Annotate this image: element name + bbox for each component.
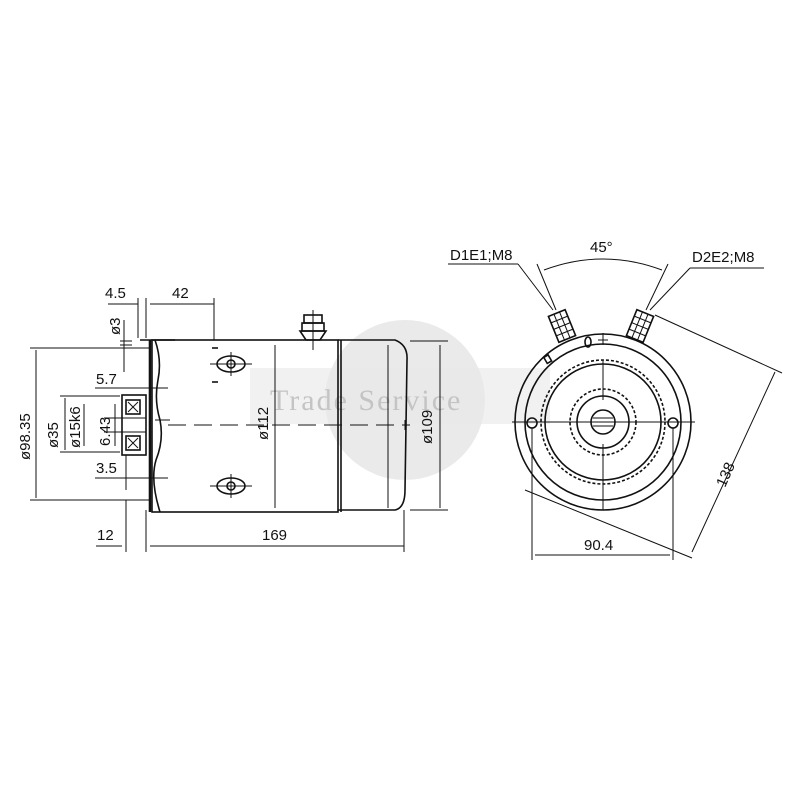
dim-pilot-dia: ø35 [45,422,62,448]
shaft-detail [104,394,170,456]
mounting-screw-top [210,347,252,383]
dim-key-step: 3.5 [96,460,117,477]
watermark-text: Trade Service [270,384,462,417]
watermark: Trade Service [250,320,550,480]
motor-body [151,339,339,513]
dim-diagonal: 138 [713,460,739,490]
dim-pilot-step: 5.7 [96,371,117,388]
mounting-hole-right [667,417,679,429]
dim-cap-dia: ø109 [419,410,436,444]
terminal-left-label: D1E1;M8 [450,247,513,264]
terminal-left [547,308,577,344]
terminal-right-label: D2E2;M8 [692,249,755,266]
terminal-right [625,308,655,344]
side-view: 4.5 42 ø3 5.7 ø98.35 ø35 ø15k6 6.43 3.5 [17,285,448,552]
dim-shaft-length: 12 [97,527,114,544]
end-view: D1E1;M8 D2E2;M8 45° 90.4 138 [448,239,783,560]
dim-key-height: 6.43 [97,417,114,446]
dim-terminal-offset: 42 [172,285,189,302]
dim-body-length: 169 [262,527,287,544]
dim-hole-dia: ø3 [107,317,124,335]
angle-label: 45° [590,239,613,256]
terminal-stud [298,310,328,350]
dim-body-dia: ø112 [255,407,272,440]
dim-shaft-dia: ø15k6 [67,406,84,448]
dim-flange-offset: 4.5 [105,285,126,302]
mounting-screw-bottom [210,474,252,498]
dim-hole-spacing: 90.4 [584,537,613,554]
dim-flange-dia: ø98.35 [17,413,34,460]
